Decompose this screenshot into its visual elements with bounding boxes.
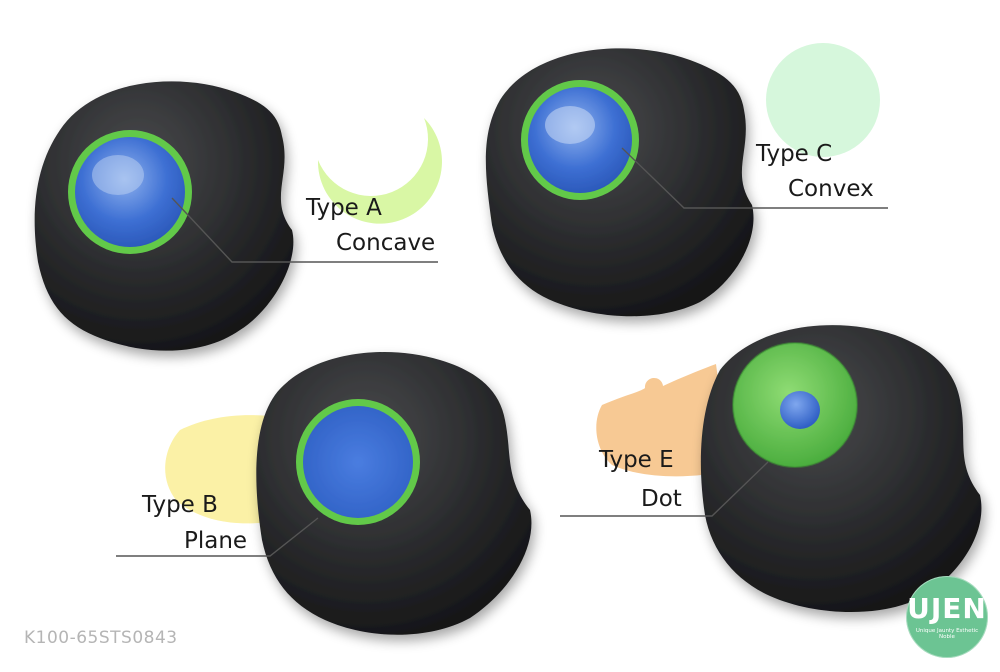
product-code: K100-65STS0843 [24, 628, 178, 648]
type-a-label: Type A [306, 195, 382, 221]
leader-line-type-e [560, 461, 769, 517]
swatch-type-b [165, 415, 282, 524]
type-b-label: Type B [142, 492, 218, 518]
knob-type-e [700, 325, 982, 613]
logo-brand: UJEN [907, 592, 987, 625]
ujen-logo: UJEN Unique Jaunty Esthetic Noble [906, 576, 988, 658]
leader-line-type-c [621, 147, 888, 209]
logo-tagline: Unique Jaunty Esthetic Noble [915, 628, 979, 640]
leader-line-type-a [171, 197, 438, 263]
convex-label: Convex [788, 176, 874, 202]
knob-type-c [485, 48, 754, 317]
leader-line-type-b [116, 517, 319, 557]
knob-type-a [34, 81, 294, 351]
swatch-type-a [317, 118, 442, 224]
swatch-type-c [766, 43, 880, 157]
concave-label: Concave [336, 230, 436, 256]
knob-type-b [256, 352, 532, 635]
plane-label: Plane [184, 528, 248, 554]
swatch-type-e [596, 364, 730, 477]
leader-lines [116, 147, 888, 557]
type-e-label: Type E [599, 447, 674, 473]
dot-label: Dot [641, 486, 682, 512]
type-c-label: Type C [756, 141, 833, 167]
